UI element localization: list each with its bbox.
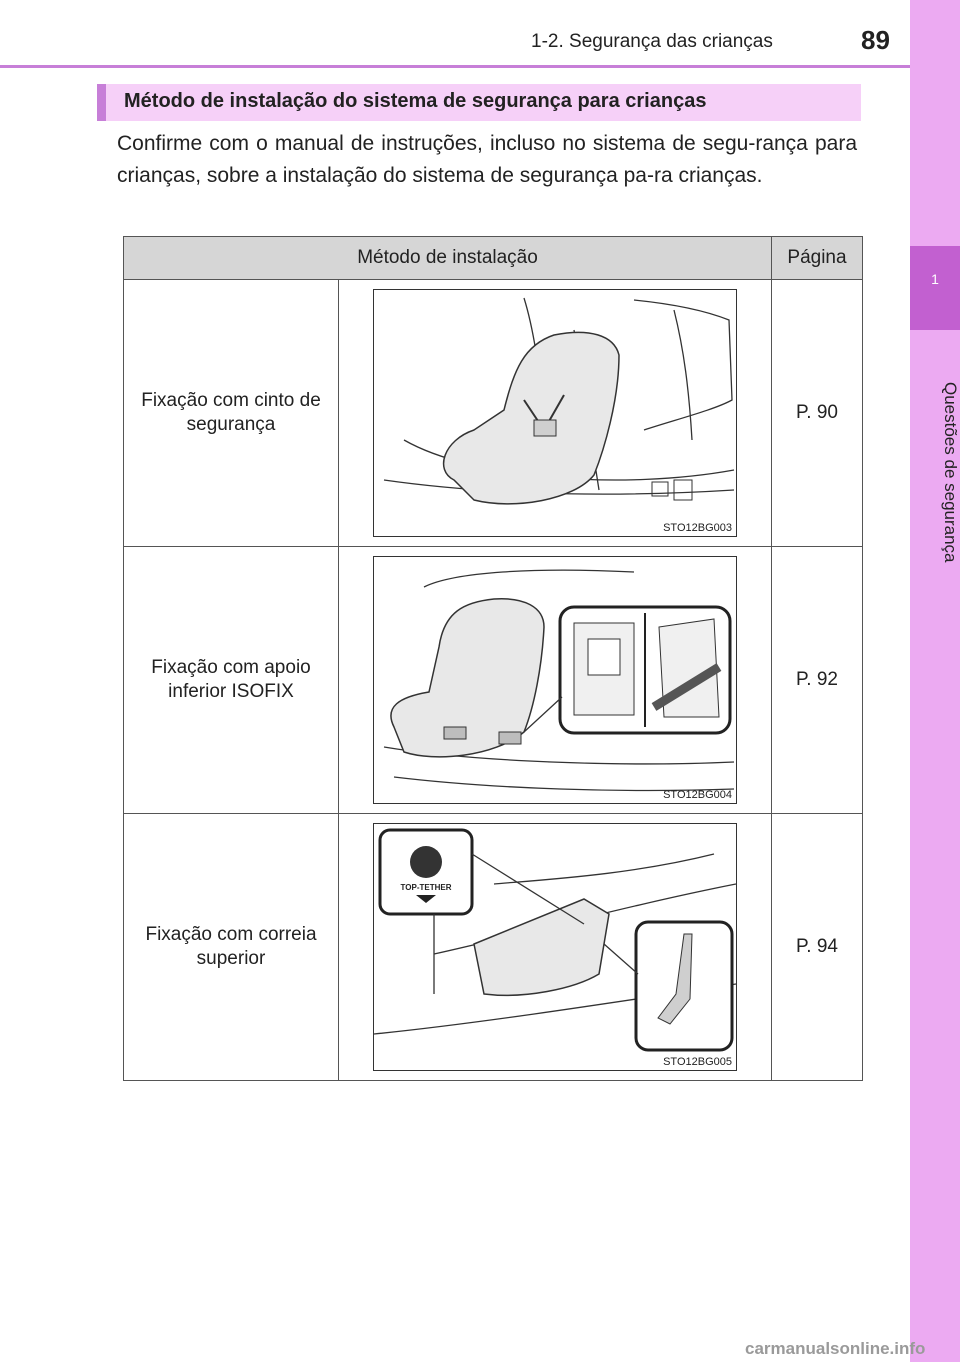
table-row: Fixação com correia superior TOP-TETHER — [123, 813, 863, 1081]
intro-paragraph: Confirme com o manual de instruções, inc… — [117, 132, 857, 187]
top-tether-illustration: TOP-TETHER STO12BG005 — [373, 823, 737, 1071]
page-link-top-tether[interactable]: P. 94 — [771, 813, 863, 1081]
method-top-tether: Fixação com correia superior — [123, 813, 339, 1081]
installation-methods-table: Método de instalação Página Fixação com … — [123, 236, 863, 1081]
side-tab-label: Questões de segurança — [941, 381, 960, 563]
method-seat-belt: Fixação com cinto de segurança — [123, 279, 339, 547]
header-section: 1-2. Segurança das crianças — [531, 31, 773, 52]
column-header-method: Método de instalação — [123, 236, 772, 280]
page-link-seat-belt[interactable]: P. 90 — [771, 279, 863, 547]
side-tab — [910, 0, 960, 1362]
table-row: Fixação com apoio inferior ISOFIX — [123, 546, 863, 814]
table-header-row: Método de instalação Página — [123, 236, 863, 280]
top-tether-badge-label: TOP-TETHER — [401, 883, 452, 892]
table-row: Fixação com cinto de segurança — [123, 279, 863, 547]
section-title-bar: Método de instalação do sistema de segur… — [97, 84, 861, 121]
seat-belt-illustration: STO12BG003 — [373, 289, 737, 537]
header-rule — [0, 65, 910, 68]
figure-code: STO12BG005 — [663, 1056, 732, 1068]
figure-code: STO12BG004 — [663, 789, 732, 801]
watermark: carmanualsonline.info — [745, 1339, 926, 1358]
column-header-page: Página — [771, 236, 863, 280]
page-number: 89 — [861, 25, 890, 55]
method-isofix: Fixação com apoio inferior ISOFIX — [123, 546, 339, 814]
isofix-illustration: STO12BG004 — [373, 556, 737, 804]
section-title: Método de instalação do sistema de segur… — [124, 90, 707, 112]
chapter-tab[interactable]: 1 — [910, 246, 960, 330]
figure-code: STO12BG003 — [663, 522, 732, 534]
page-link-isofix[interactable]: P. 92 — [771, 546, 863, 814]
